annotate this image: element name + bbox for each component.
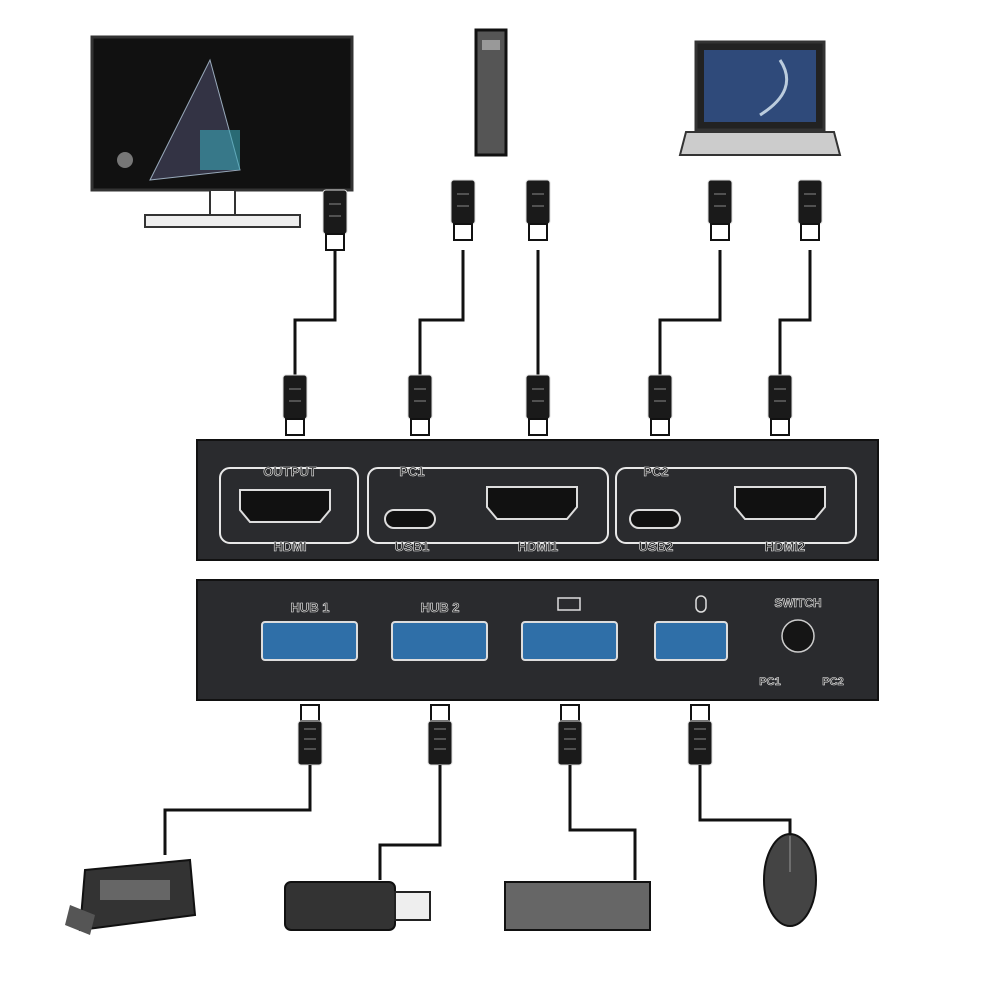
- laptop-icon: [678, 40, 842, 156]
- mouse-icon: [763, 833, 817, 927]
- pc-tower-icon: [474, 28, 508, 157]
- printer-icon: [65, 858, 197, 935]
- front-panel: OUTPUT HDMI PC1 USB1 HDMI1 PC2 USB2 HDMI…: [196, 439, 879, 561]
- switch-label: SWITCH: [774, 596, 821, 610]
- output-label: OUTPUT: [263, 464, 317, 479]
- usb1-label: USB1: [395, 539, 430, 554]
- hdmi1-label: HDMI1: [518, 539, 558, 554]
- pc1-label: PC1: [399, 464, 424, 479]
- usb-c-port-2: [629, 509, 681, 529]
- switch-button[interactable]: [781, 619, 815, 653]
- hub1-label: HUB 1: [290, 600, 329, 615]
- keyboard-icon: [504, 881, 651, 931]
- usb2-label: USB2: [639, 539, 674, 554]
- top-cables: [293, 250, 812, 375]
- bottom-panel-plugs: [297, 704, 713, 766]
- bottom-cables: [163, 765, 792, 880]
- usb-a-port-keyboard: [521, 621, 618, 661]
- top-device-plugs: [322, 179, 823, 251]
- hdmi-port-2: [734, 486, 826, 520]
- hdmi2-label: HDMI2: [765, 539, 805, 554]
- usb-c-port-1: [384, 509, 436, 529]
- usb-a-port-hub1: [261, 621, 358, 661]
- keyboard-icon: [557, 597, 581, 611]
- back-panel: HUB 1 HUB 2 SWITCH PC1 PC2: [196, 579, 879, 701]
- usb-a-port-hub2: [391, 621, 488, 661]
- switch-pc2-label: PC2: [822, 676, 843, 688]
- hdmi-port-1: [486, 486, 578, 520]
- top-panel-plugs: [282, 374, 793, 436]
- monitor-icon: [90, 35, 354, 228]
- hdmi-output-port: [239, 489, 331, 523]
- pc2-label: PC2: [643, 464, 668, 479]
- usb-flash-drive-icon: [284, 881, 431, 931]
- hub2-label: HUB 2: [420, 600, 459, 615]
- usb-a-port-mouse: [654, 621, 728, 661]
- switch-pc1-label: PC1: [759, 676, 780, 688]
- output-port-label: HDMI: [273, 539, 306, 554]
- mouse-icon: [695, 595, 707, 613]
